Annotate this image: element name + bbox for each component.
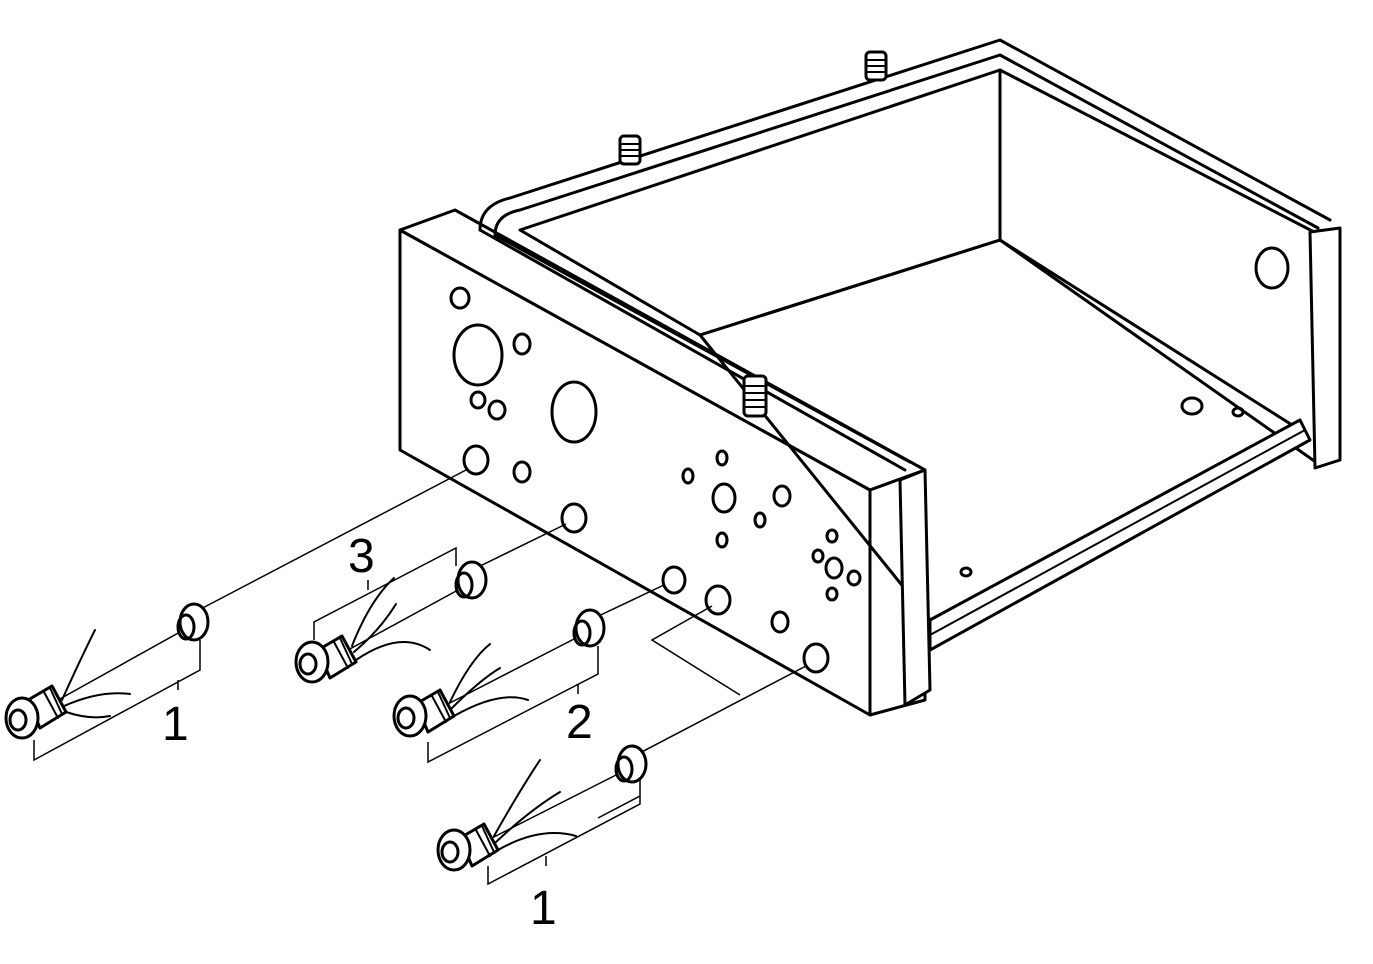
nut-2 <box>572 608 606 648</box>
stud-2 <box>864 50 888 82</box>
floor-hole-3 <box>959 566 973 578</box>
floor-hole-1 <box>1180 396 1204 416</box>
right-wall <box>998 68 1322 467</box>
wires-1-left <box>61 629 131 719</box>
connector-assembly-3 <box>294 546 488 684</box>
connector-assembly-2 <box>392 608 606 764</box>
front-panel-holes <box>449 286 862 674</box>
frame-rail-inner <box>493 53 1320 237</box>
callout-label-1-bottom: 1 <box>530 882 557 935</box>
floor-hole-2 <box>1231 406 1245 418</box>
callout-label-1-left: 1 <box>162 698 189 751</box>
nut-1-bottom <box>614 744 648 784</box>
bracket-1-left <box>33 640 201 762</box>
plug-1-bottom <box>436 822 500 872</box>
right-flange <box>1308 226 1342 470</box>
frame-rail <box>478 38 1332 232</box>
callout-label-3: 3 <box>348 530 375 583</box>
stud-3 <box>742 374 768 418</box>
wires-3 <box>351 577 431 661</box>
plug-1-left <box>4 684 68 740</box>
connector-assembly-1-bottom <box>436 744 648 886</box>
leader-lines <box>194 469 807 757</box>
bracket-3 <box>313 546 457 640</box>
nut-3 <box>454 560 488 600</box>
plug-2 <box>392 688 456 738</box>
wall-hole <box>1254 246 1290 290</box>
callout-label-2: 2 <box>566 696 593 749</box>
connector-assembly-1-left <box>4 602 210 762</box>
bracket-1-bottom <box>487 780 641 886</box>
enclosure-box <box>398 38 1342 717</box>
bottom-rail <box>928 418 1312 652</box>
stud-1 <box>618 134 642 166</box>
plug-3 <box>294 634 358 684</box>
frame-rail-left-run <box>478 228 912 472</box>
wires-2 <box>449 643 529 717</box>
front-flange <box>898 468 932 707</box>
bracket-2 <box>427 646 599 764</box>
nut-1-left <box>176 602 210 642</box>
wires-1-bottom <box>493 759 577 851</box>
